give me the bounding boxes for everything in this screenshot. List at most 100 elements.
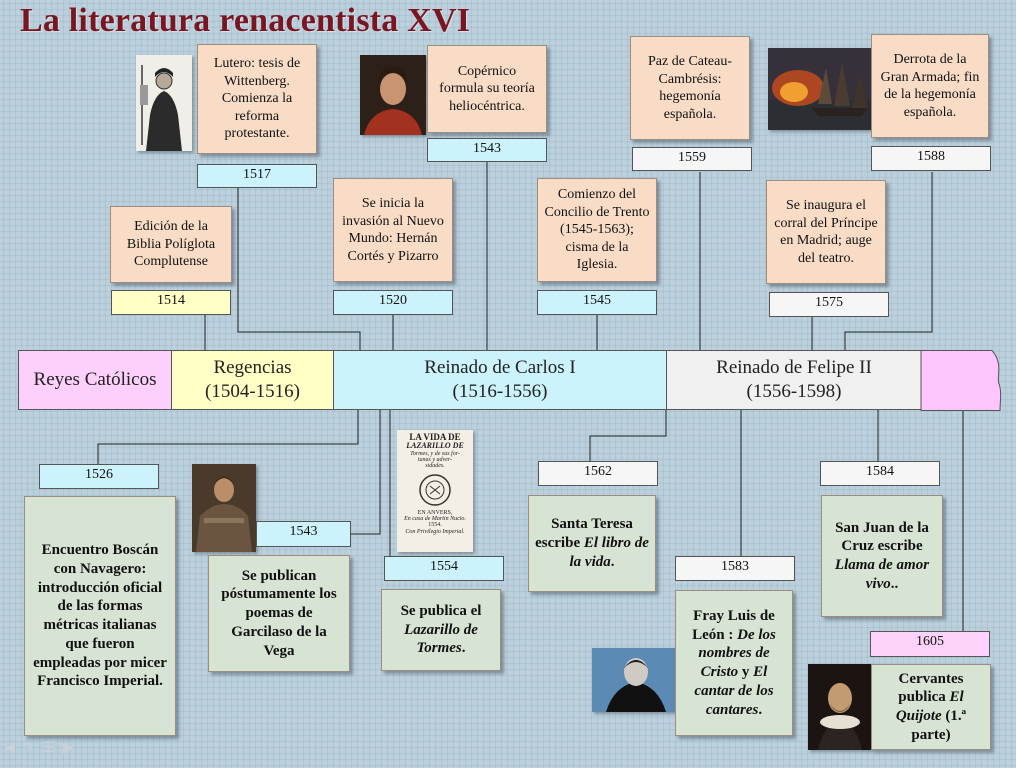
period-regencias: Regencias (1504-1516) [171, 350, 334, 410]
date-label: 1584 [866, 464, 894, 479]
date-label: 1517 [243, 167, 271, 182]
date-label: 1605 [916, 634, 944, 649]
event-text: Paz de Cateau-Cambrésis: hegemonía españ… [648, 54, 732, 122]
date-label: 1583 [721, 559, 749, 574]
date-1517: 1517 [197, 164, 317, 188]
event-card-1526: Encuentro Boscán con Navagero: introducc… [24, 496, 176, 736]
date-label: 1545 [583, 293, 611, 308]
period-label: Reyes Católicos [33, 369, 157, 391]
event-card-1562: Santa Teresa escribe El libro de la vida… [528, 495, 656, 592]
event-card-1559: Paz de Cateau-Cambrésis: hegemonía españ… [630, 36, 750, 140]
portrait-cervantes-icon [808, 664, 872, 750]
date-label: 1520 [379, 293, 407, 308]
slide-nav-controls[interactable]: ◀✎☰▶ [4, 740, 82, 757]
work-title: De los nombres de Cristo [698, 626, 776, 681]
prev-slide-icon[interactable]: ◀ [4, 741, 23, 756]
lazarillo-cover-icon: LA VIDA DE LAZARILLO DE Tormes, y de sus… [397, 430, 473, 552]
portrait-lutero-icon [136, 55, 192, 151]
event-text: Comienzo del Concilio de Trento (1545-15… [544, 187, 650, 273]
cover-text: LA VIDA DE [409, 432, 461, 442]
event-text: Edición de la Biblia Políglota Compluten… [126, 219, 216, 270]
event-card-1588: Derrota de la Gran Armada; fin de la heg… [871, 34, 989, 138]
date-label: 1559 [678, 150, 706, 165]
event-card-1575: Se inaugura el corral del Príncipe en Ma… [766, 180, 886, 284]
date-label: 1588 [917, 149, 945, 164]
date-label: 1562 [584, 464, 612, 479]
event-text: Lutero: tesis de Wittenberg. Comienza la… [213, 56, 301, 142]
next-slide-icon[interactable]: ▶ [63, 741, 82, 756]
event-text: San Juan de la Cruz escribe Llama de amo… [828, 519, 936, 594]
period-carlos: Reinado de Carlos I (1516-1556) [333, 350, 667, 410]
event-card-1543-copernico: Copérnico formula su teoría heliocéntric… [427, 45, 547, 133]
printer-mark-icon [419, 473, 451, 506]
cover-text: sidades. [425, 463, 445, 470]
work-title: El Quijote [895, 689, 964, 724]
event-text-plain: . [610, 553, 615, 570]
period-reyes-catolicos: Reyes Católicos [18, 350, 172, 410]
date-1543-garcilaso: 1543 [256, 521, 351, 547]
event-card-1583: Fray Luis de León : De los nombres de Cr… [675, 590, 793, 736]
period-label: Reinado de Carlos I [424, 357, 576, 379]
event-text: Fray Luis de León : De los nombres de Cr… [682, 607, 786, 720]
cover-text: Con Privilegio Imperial. [405, 528, 465, 535]
cover-text: 1554. [428, 522, 442, 529]
event-card-1517: Lutero: tesis de Wittenberg. Comienza la… [197, 44, 317, 154]
date-1545: 1545 [537, 290, 657, 315]
cover-text: EN ANVERS, [417, 509, 453, 516]
timeline-arrow-end [920, 350, 1002, 411]
event-text-plain: Se publica el [400, 602, 482, 619]
work-title: El libro de la vida [569, 535, 649, 570]
event-text-plain: . [758, 701, 763, 718]
cover-text: Tormes, y de sus for- [410, 450, 460, 457]
event-text-plain: (1.ª parte) [911, 708, 967, 743]
period-years: (1516-1556) [452, 381, 548, 402]
date-1605: 1605 [870, 631, 990, 657]
event-text: Encuentro Boscán con Navagero: introducc… [33, 542, 167, 690]
event-text-plain: San Juan de la Cruz escribe [835, 519, 929, 555]
period-label: Regencias [213, 357, 292, 379]
event-text: Derrota de la Gran Armada; fin de la heg… [880, 52, 980, 120]
event-text-plain: Fray Luis de León : [692, 607, 775, 643]
date-label: 1514 [157, 293, 185, 308]
cover-text: tunas y adver- [417, 457, 453, 464]
event-text-plain: Santa Teresa escribe [535, 516, 633, 552]
event-card-1605: Cervantes publica El Quijote (1.ª parte) [871, 664, 991, 750]
date-1543-copernico: 1543 [427, 138, 547, 162]
date-1562: 1562 [538, 461, 658, 486]
work-title: El cantar de los cantares [694, 664, 774, 718]
portrait-copernico-icon [360, 55, 426, 135]
event-card-1584: San Juan de la Cruz escribe Llama de amo… [821, 495, 943, 617]
date-1554: 1554 [384, 556, 504, 581]
armada-painting-icon [768, 48, 872, 130]
event-text: Se publican póstumamente los poemas de G… [221, 567, 337, 659]
date-1520: 1520 [333, 290, 453, 315]
date-1526: 1526 [39, 464, 159, 489]
cover-text: En casa de Martin Nucio. [404, 516, 466, 523]
date-label: 1575 [815, 295, 843, 310]
date-label: 1543 [289, 524, 318, 539]
date-1575: 1575 [769, 292, 889, 317]
date-1583: 1583 [675, 556, 795, 581]
event-card-1554: Se publica el Lazarillo de Tormes. [381, 589, 501, 671]
date-1514: 1514 [111, 290, 231, 315]
event-text-plain: . [461, 640, 466, 657]
date-label: 1554 [430, 559, 458, 574]
portrait-fray-luis-icon [592, 648, 678, 712]
period-years: (1556-1598) [746, 381, 842, 402]
event-card-1514: Edición de la Biblia Políglota Compluten… [110, 206, 232, 283]
date-label: 1526 [85, 467, 113, 482]
period-years: (1504-1516) [205, 381, 300, 402]
event-text: Santa Teresa escribe El libro de la vida… [535, 515, 649, 571]
event-card-1520: Se inicia la invasión al Nuevo Mundo: He… [333, 178, 453, 282]
menu-icon[interactable]: ☰ [42, 741, 64, 756]
event-text: Se inaugura el corral del Príncipe en Ma… [774, 198, 878, 266]
event-text-plain: Cervantes publica [898, 670, 964, 706]
event-text-plain: .. [890, 575, 899, 592]
portrait-garcilaso-icon [192, 464, 256, 552]
work-title: Llama de amor vivo [834, 557, 930, 592]
period-label: Reinado de Felipe II [716, 357, 872, 379]
pen-icon[interactable]: ✎ [22, 741, 43, 756]
work-title: Lazarillo de Tormes [404, 621, 478, 657]
event-card-1545: Comienzo del Concilio de Trento (1545-15… [537, 178, 657, 282]
